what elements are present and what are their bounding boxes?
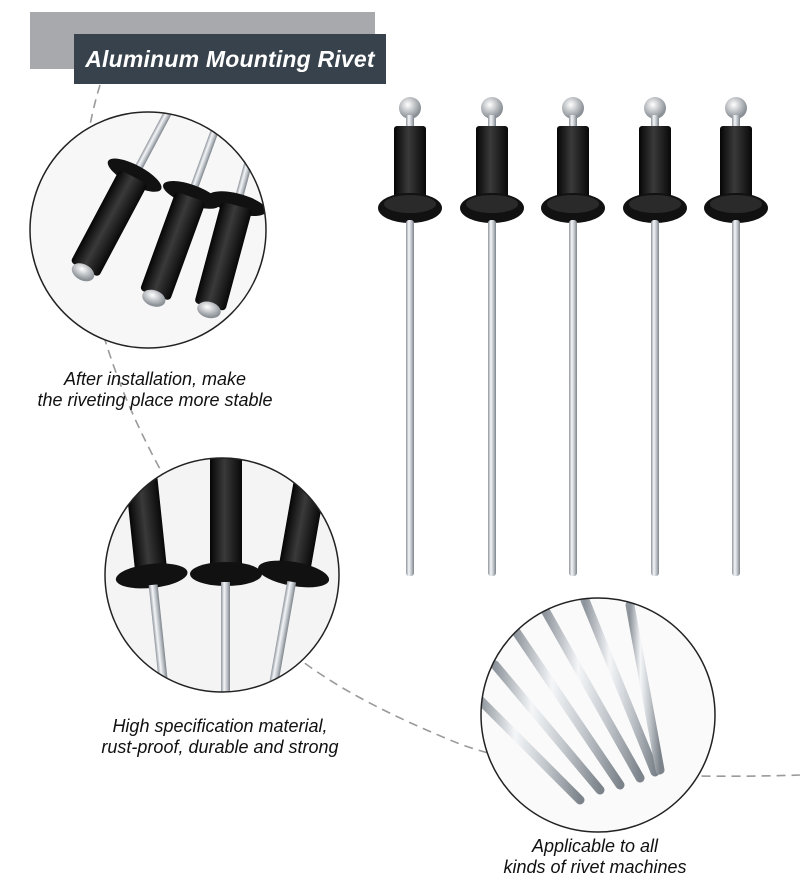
title-banner: Aluminum Mounting Rivet <box>74 34 386 84</box>
caption-line: After installation, make <box>63 369 247 389</box>
caption-line: the riveting place more stable <box>37 390 273 410</box>
caption-line: High specification material, <box>112 716 328 736</box>
detail-circle-installed <box>29 111 267 349</box>
caption-line: Applicable to all <box>531 836 659 856</box>
detail-circle-mandrels <box>480 597 716 833</box>
caption-machines: Applicable to all kinds of rivet machine… <box>470 836 720 878</box>
rivet <box>460 97 524 576</box>
caption-material: High specification material, rust-proof,… <box>60 716 380 758</box>
caption-line: kinds of rivet machines <box>503 857 687 877</box>
caption-stable: After installation, make the riveting pl… <box>20 369 290 411</box>
caption-line: rust-proof, durable and strong <box>101 737 339 757</box>
rivet <box>378 97 442 576</box>
rivet <box>541 97 605 576</box>
rivet-row <box>378 97 768 576</box>
rivet <box>623 97 687 576</box>
detail-circle-material <box>104 457 340 693</box>
rivet <box>704 97 768 576</box>
